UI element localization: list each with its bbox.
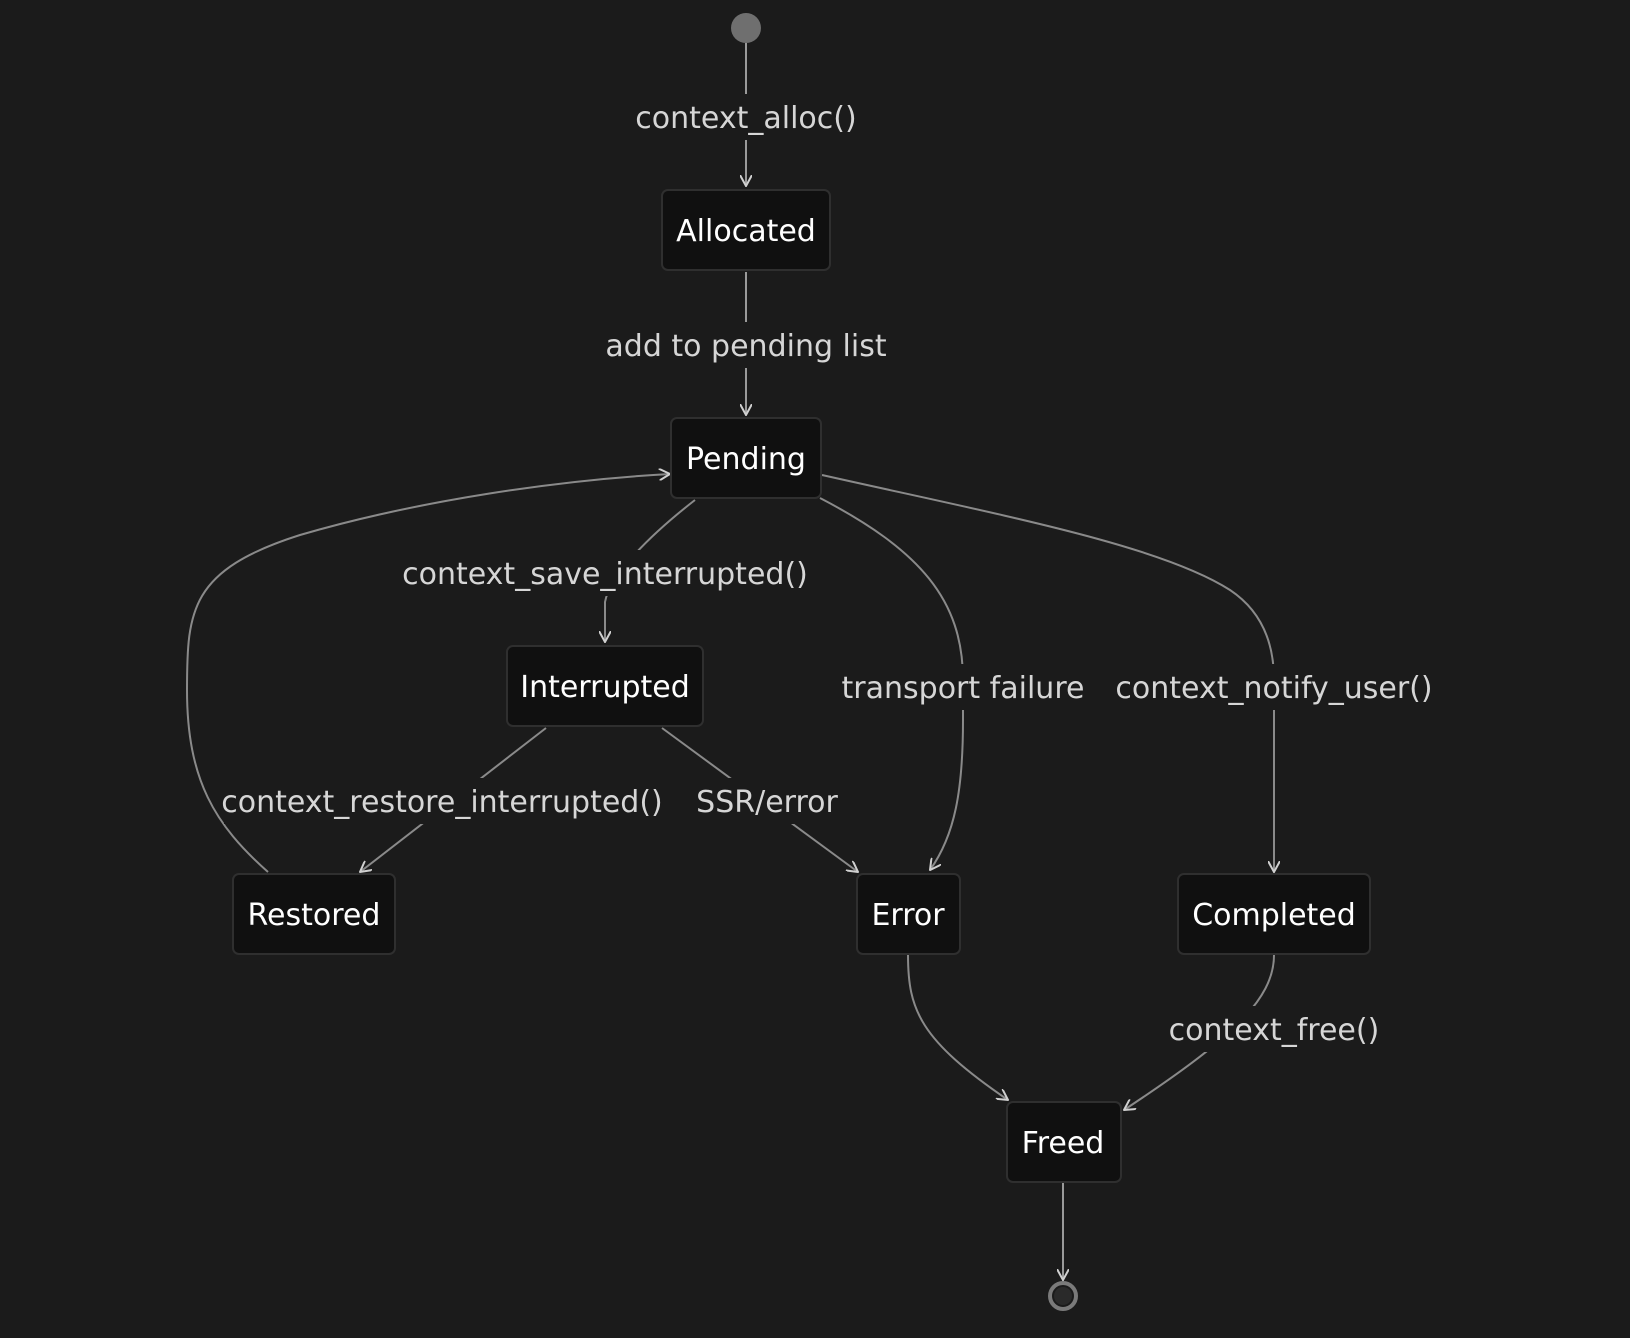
edge-label-transport-failure: transport failure: [842, 671, 1085, 706]
edge-restored-to-pending: [185, 474, 670, 873]
label-save-interrupted: context_save_interrupted(): [402, 550, 808, 596]
start-node-icon: [731, 13, 761, 43]
state-error-label: Error: [871, 898, 945, 933]
label-ssr-error: SSR/error: [694, 778, 840, 824]
state-interrupted-label: Interrupted: [520, 670, 690, 705]
state-interrupted[interactable]: Interrupted: [506, 645, 704, 727]
label-notify-user: context_notify_user(): [1114, 664, 1434, 710]
label-transport-failure: transport failure: [842, 664, 1085, 710]
label-add-to-pending: add to pending list: [605, 322, 887, 368]
label-restore-interrupted: context_restore_interrupted(): [221, 778, 663, 824]
state-pending-label: Pending: [686, 442, 806, 477]
edge-label-add-to-pending-list: add to pending list: [605, 329, 886, 364]
edge-label-context-restore-interrupted: context_restore_interrupted(): [221, 785, 663, 820]
state-freed-label: Freed: [1022, 1126, 1105, 1161]
state-pending[interactable]: Pending: [670, 417, 822, 499]
state-completed-label: Completed: [1192, 898, 1356, 933]
state-restored-label: Restored: [248, 898, 381, 933]
state-error[interactable]: Error: [856, 873, 961, 955]
label-context-free: context_free(): [1166, 1006, 1382, 1052]
edge-pending-to-completed: [821, 474, 1274, 872]
edge-label-context-alloc: context_alloc(): [635, 101, 856, 136]
edge-label-context-save-interrupted: context_save_interrupted(): [402, 557, 808, 592]
state-completed[interactable]: Completed: [1177, 873, 1371, 955]
label-context-alloc: context_alloc(): [635, 94, 857, 140]
edge-label-ssr-error: SSR/error: [696, 785, 838, 820]
state-allocated-label: Allocated: [676, 214, 816, 249]
edge-label-context-notify-user: context_notify_user(): [1115, 671, 1432, 706]
state-allocated[interactable]: Allocated: [661, 189, 831, 271]
state-freed[interactable]: Freed: [1006, 1101, 1122, 1183]
edge-error-to-freed: [907, 954, 1008, 1100]
state-restored[interactable]: Restored: [232, 873, 396, 955]
edge-label-context-free: context_free(): [1169, 1013, 1380, 1048]
end-node-icon: [1048, 1281, 1078, 1311]
